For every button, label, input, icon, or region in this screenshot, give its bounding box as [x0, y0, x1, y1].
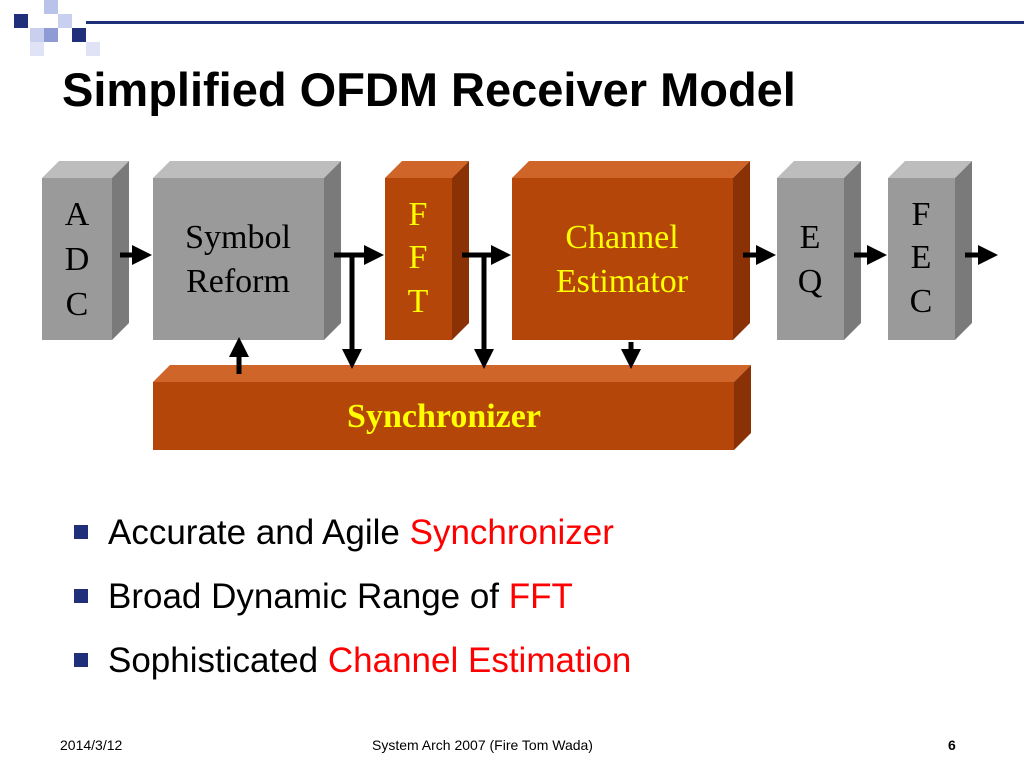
- synchronizer-label: Synchronizer: [347, 398, 541, 435]
- bullet-item: Sophisticated Channel Estimation: [70, 633, 631, 697]
- adc-block: A D C: [42, 161, 129, 340]
- symbol-reform-label-2: Reform: [186, 263, 290, 300]
- adc-label-1: A: [65, 196, 90, 233]
- fec-label-3: C: [910, 283, 933, 320]
- eq-label-1: E: [800, 219, 821, 256]
- footer-page-number: 6: [948, 737, 956, 753]
- bullet-marker: [74, 653, 88, 667]
- footer-date: 2014/3/12: [60, 737, 123, 753]
- fec-label-1: F: [912, 196, 931, 233]
- adc-label-2: D: [65, 241, 90, 278]
- channel-estimator-block: Channel Estimator: [512, 161, 750, 340]
- bullet-item: Broad Dynamic Range of FFT: [70, 569, 631, 633]
- adc-label-3: C: [66, 286, 89, 323]
- footer-center-text: System Arch 2007 (Fire Tom Wada): [372, 737, 593, 753]
- bullet-text: Sophisticated: [108, 641, 328, 680]
- bullet-list: Accurate and Agile Synchronizer Broad Dy…: [70, 505, 631, 697]
- fft-label-2: F: [409, 239, 428, 276]
- synchronizer-block: Synchronizer: [153, 365, 751, 450]
- bullet-item: Accurate and Agile Synchronizer: [70, 505, 631, 569]
- bullet-marker: [74, 589, 88, 603]
- bullet-text: Accurate and Agile: [108, 513, 410, 552]
- ofdm-receiver-diagram: A D C Symbol Reform F F T Channel Estima…: [42, 161, 998, 450]
- channel-estimator-label-2: Estimator: [556, 263, 689, 300]
- channel-estimator-label-1: Channel: [565, 219, 678, 256]
- bullet-text: Broad Dynamic Range of: [108, 577, 509, 616]
- corner-decoration: [0, 0, 1024, 60]
- bullet-highlight: FFT: [508, 577, 573, 616]
- fft-label-3: T: [408, 283, 429, 320]
- fec-label-2: E: [911, 239, 932, 276]
- bullet-highlight: Synchronizer: [409, 513, 614, 552]
- fft-label-1: F: [409, 196, 428, 233]
- eq-label-2: Q: [798, 263, 823, 300]
- eq-block: E Q: [777, 161, 861, 340]
- symbol-reform-label-1: Symbol: [185, 219, 291, 256]
- bullet-highlight: Channel Estimation: [327, 641, 632, 680]
- symbol-reform-block: Symbol Reform: [153, 161, 341, 340]
- fec-block: F E C: [888, 161, 972, 340]
- bullet-marker: [74, 525, 88, 539]
- slide-title: Simplified OFDM Receiver Model: [62, 63, 796, 116]
- fft-block: F F T: [385, 161, 469, 340]
